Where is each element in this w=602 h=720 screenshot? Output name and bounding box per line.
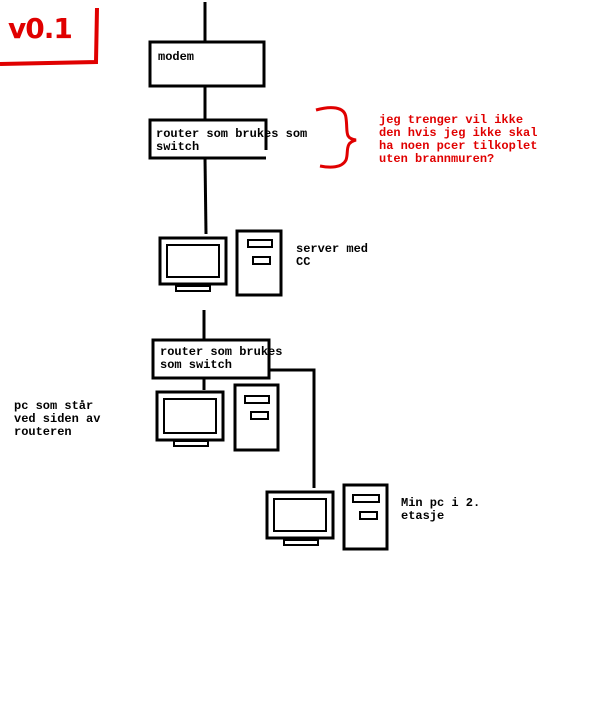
version-label: v0.1 <box>8 12 73 45</box>
router-top-label: router som brukes som switch <box>156 127 308 154</box>
brace <box>315 106 357 169</box>
router-top-box <box>148 118 268 160</box>
link-router-mypc <box>269 368 316 488</box>
version-frame <box>0 7 99 66</box>
link-router-server <box>203 157 208 235</box>
router-bottom-box <box>151 338 271 380</box>
my-pc-label: Min pc i 2. etasje <box>401 496 481 523</box>
my-pc-computer <box>265 483 389 551</box>
modem-box <box>148 40 266 88</box>
pc-router-computer <box>155 383 280 452</box>
server-computer <box>158 229 283 297</box>
pc-router-label: pc som står ved siden av routeren <box>14 399 101 439</box>
router-bottom-label: router som brukes som switch <box>160 345 283 372</box>
note-text: jeg trenger vil ikke den hvis jeg ikke s… <box>379 113 538 166</box>
modem-label: modem <box>158 50 195 64</box>
server-label: server med CC <box>296 242 369 269</box>
